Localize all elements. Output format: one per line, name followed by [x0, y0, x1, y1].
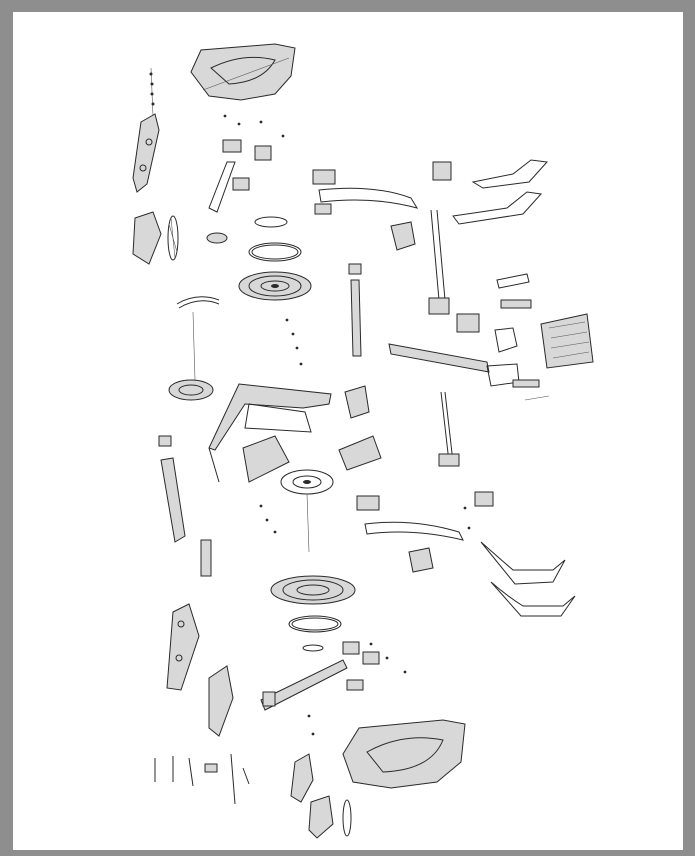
upper-ring-gasket [248, 216, 302, 262]
fastener-dots [223, 114, 471, 736]
bottom-cover-plate [342, 719, 466, 789]
drive-belt [176, 296, 220, 309]
lower-crank-arm [166, 539, 234, 737]
bottom-bracket-and-shroud [290, 753, 352, 839]
main-mast [428, 209, 460, 467]
right-crossbar [388, 273, 594, 401]
drive-pulley [168, 311, 214, 401]
top-cover-plate [190, 43, 296, 101]
bottom-fasteners [154, 753, 250, 805]
upper-center-arm [206, 139, 272, 244]
middle-side-bracket [158, 435, 186, 543]
upper-flywheel-disc [238, 271, 312, 301]
lower-handlebar-assembly [356, 491, 576, 617]
lower-linkage-bar [260, 641, 380, 711]
left-shroud-disc [132, 211, 179, 265]
lower-fan-disc [280, 469, 334, 553]
upper-left-bracket [132, 67, 160, 193]
lower-flywheel-disc [270, 575, 356, 652]
exploded-diagram [132, 43, 594, 839]
diagram-sheet [13, 12, 683, 850]
main-frame [208, 383, 382, 483]
left-upright-post [348, 263, 362, 357]
upper-handlebar-assembly [312, 159, 549, 251]
